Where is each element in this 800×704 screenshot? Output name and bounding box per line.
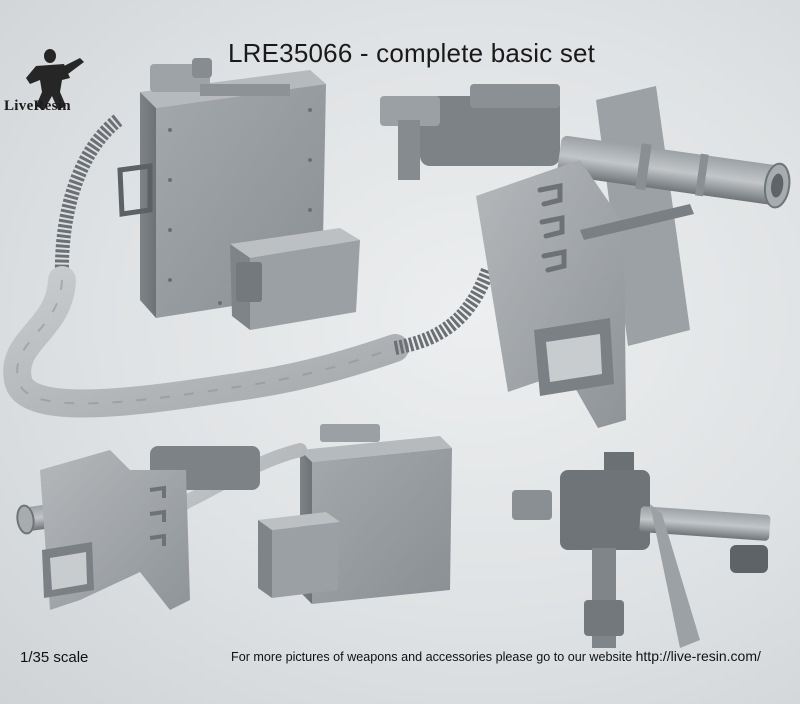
website-link[interactable]: http://live-resin.com/ [635,648,761,664]
page-title: LRE35066 - complete basic set [228,38,596,68]
website-info: For more pictures of weapons and accesso… [231,648,761,664]
minigun-mount-rear-view [512,452,771,648]
logo-wordmark: LiveResin [4,98,71,114]
scale-label: 1/35 scale [20,649,89,666]
live-resin-logo [26,49,84,110]
complete-set-small-view [16,424,452,610]
website-info-text: For more pictures of weapons and accesso… [231,650,633,664]
minigun-with-gun-shield-main [380,84,791,428]
ammo-box-with-feed-chute-main [3,58,495,418]
